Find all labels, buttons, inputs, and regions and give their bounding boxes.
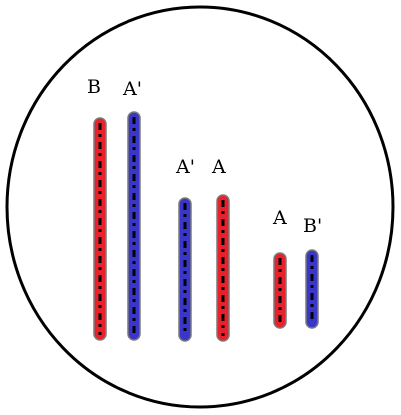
chromosome-1 xyxy=(93,117,107,341)
chromosome-1-label: B xyxy=(87,76,101,98)
chromosome-2-label: A' xyxy=(122,78,142,100)
chromosome-2 xyxy=(127,111,141,341)
chromosome-6-label: B' xyxy=(303,215,322,237)
chromosome-4-label: A xyxy=(211,156,226,178)
chromosome-5-label: A xyxy=(272,207,287,229)
chromosome-6-body xyxy=(305,249,319,329)
cell-outline xyxy=(5,5,395,409)
chromosome-5 xyxy=(273,252,287,329)
chromosome-3 xyxy=(178,197,192,342)
chromosome-3-body xyxy=(178,197,192,342)
chromosome-3-label: A' xyxy=(175,156,195,178)
chromosome-4 xyxy=(216,194,230,342)
chromosome-6 xyxy=(305,249,319,329)
chromosome-group xyxy=(93,111,319,342)
